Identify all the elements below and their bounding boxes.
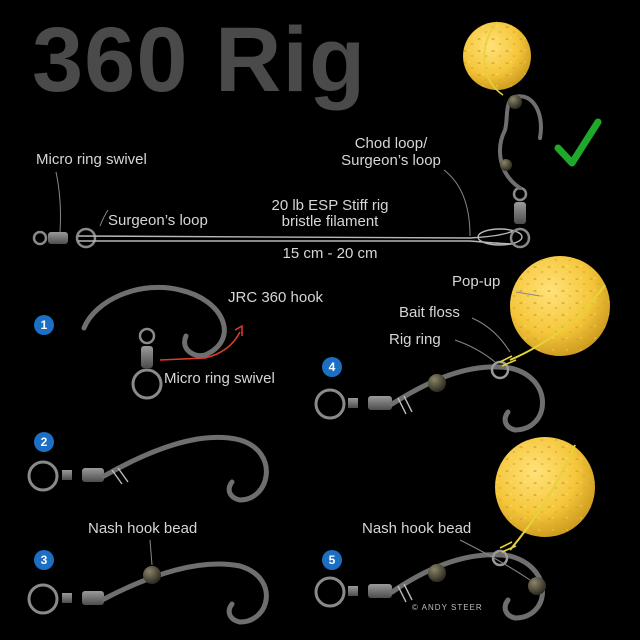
micro-ring-swivel-top — [32, 227, 97, 249]
pop-up-top — [463, 21, 531, 96]
page-title: 360 Rig — [32, 9, 367, 111]
step3-art — [27, 539, 269, 625]
hook-top — [498, 94, 543, 190]
label-micro-ring-swivel-step1: Micro ring swivel — [164, 370, 275, 387]
leader-lines-top — [55, 169, 471, 237]
label-rig-ring: Rig ring — [389, 331, 441, 348]
label-filament-line1: 20 lb ESP Stiff rig — [271, 197, 389, 214]
label-jrc-hook: JRC 360 hook — [228, 289, 324, 306]
credit-text: © ANDY STEER — [412, 603, 483, 612]
label-chod-loop-line2: Surgeon’s loop — [341, 152, 441, 169]
full-rig — [32, 21, 543, 249]
bead-top-upper — [508, 95, 522, 109]
label-micro-ring-swivel-top: Micro ring swivel — [36, 151, 147, 168]
label-pop-up: Pop-up — [452, 273, 501, 290]
step-badge-5: 5 — [322, 550, 342, 570]
checkmark-icon — [554, 118, 602, 167]
step2-art — [27, 434, 269, 503]
step-badge-3: 3 — [34, 550, 54, 570]
step-badge-4: 4 — [322, 357, 342, 377]
right-swivel — [509, 186, 531, 249]
label-nash-bead-step5: Nash hook bead — [362, 520, 472, 537]
step1-art — [81, 284, 243, 400]
bead-top-lower — [500, 159, 512, 171]
label-length: 15 cm - 20 cm — [282, 245, 378, 262]
label-nash-bead-step3: Nash hook bead — [88, 520, 198, 537]
filament-line — [77, 229, 516, 245]
step-badge-2: 2 — [34, 432, 54, 452]
step5-art — [314, 437, 595, 621]
step-badge-1: 1 — [34, 315, 54, 335]
label-filament-line2: bristle filament — [281, 213, 379, 230]
step4-art — [314, 256, 610, 433]
chod-loop — [477, 228, 523, 246]
label-bait-floss: Bait floss — [399, 304, 460, 321]
label-chod-loop-line1: Chod loop/ — [354, 135, 428, 152]
label-surgeons-loop: Surgeon’s loop — [108, 212, 208, 229]
